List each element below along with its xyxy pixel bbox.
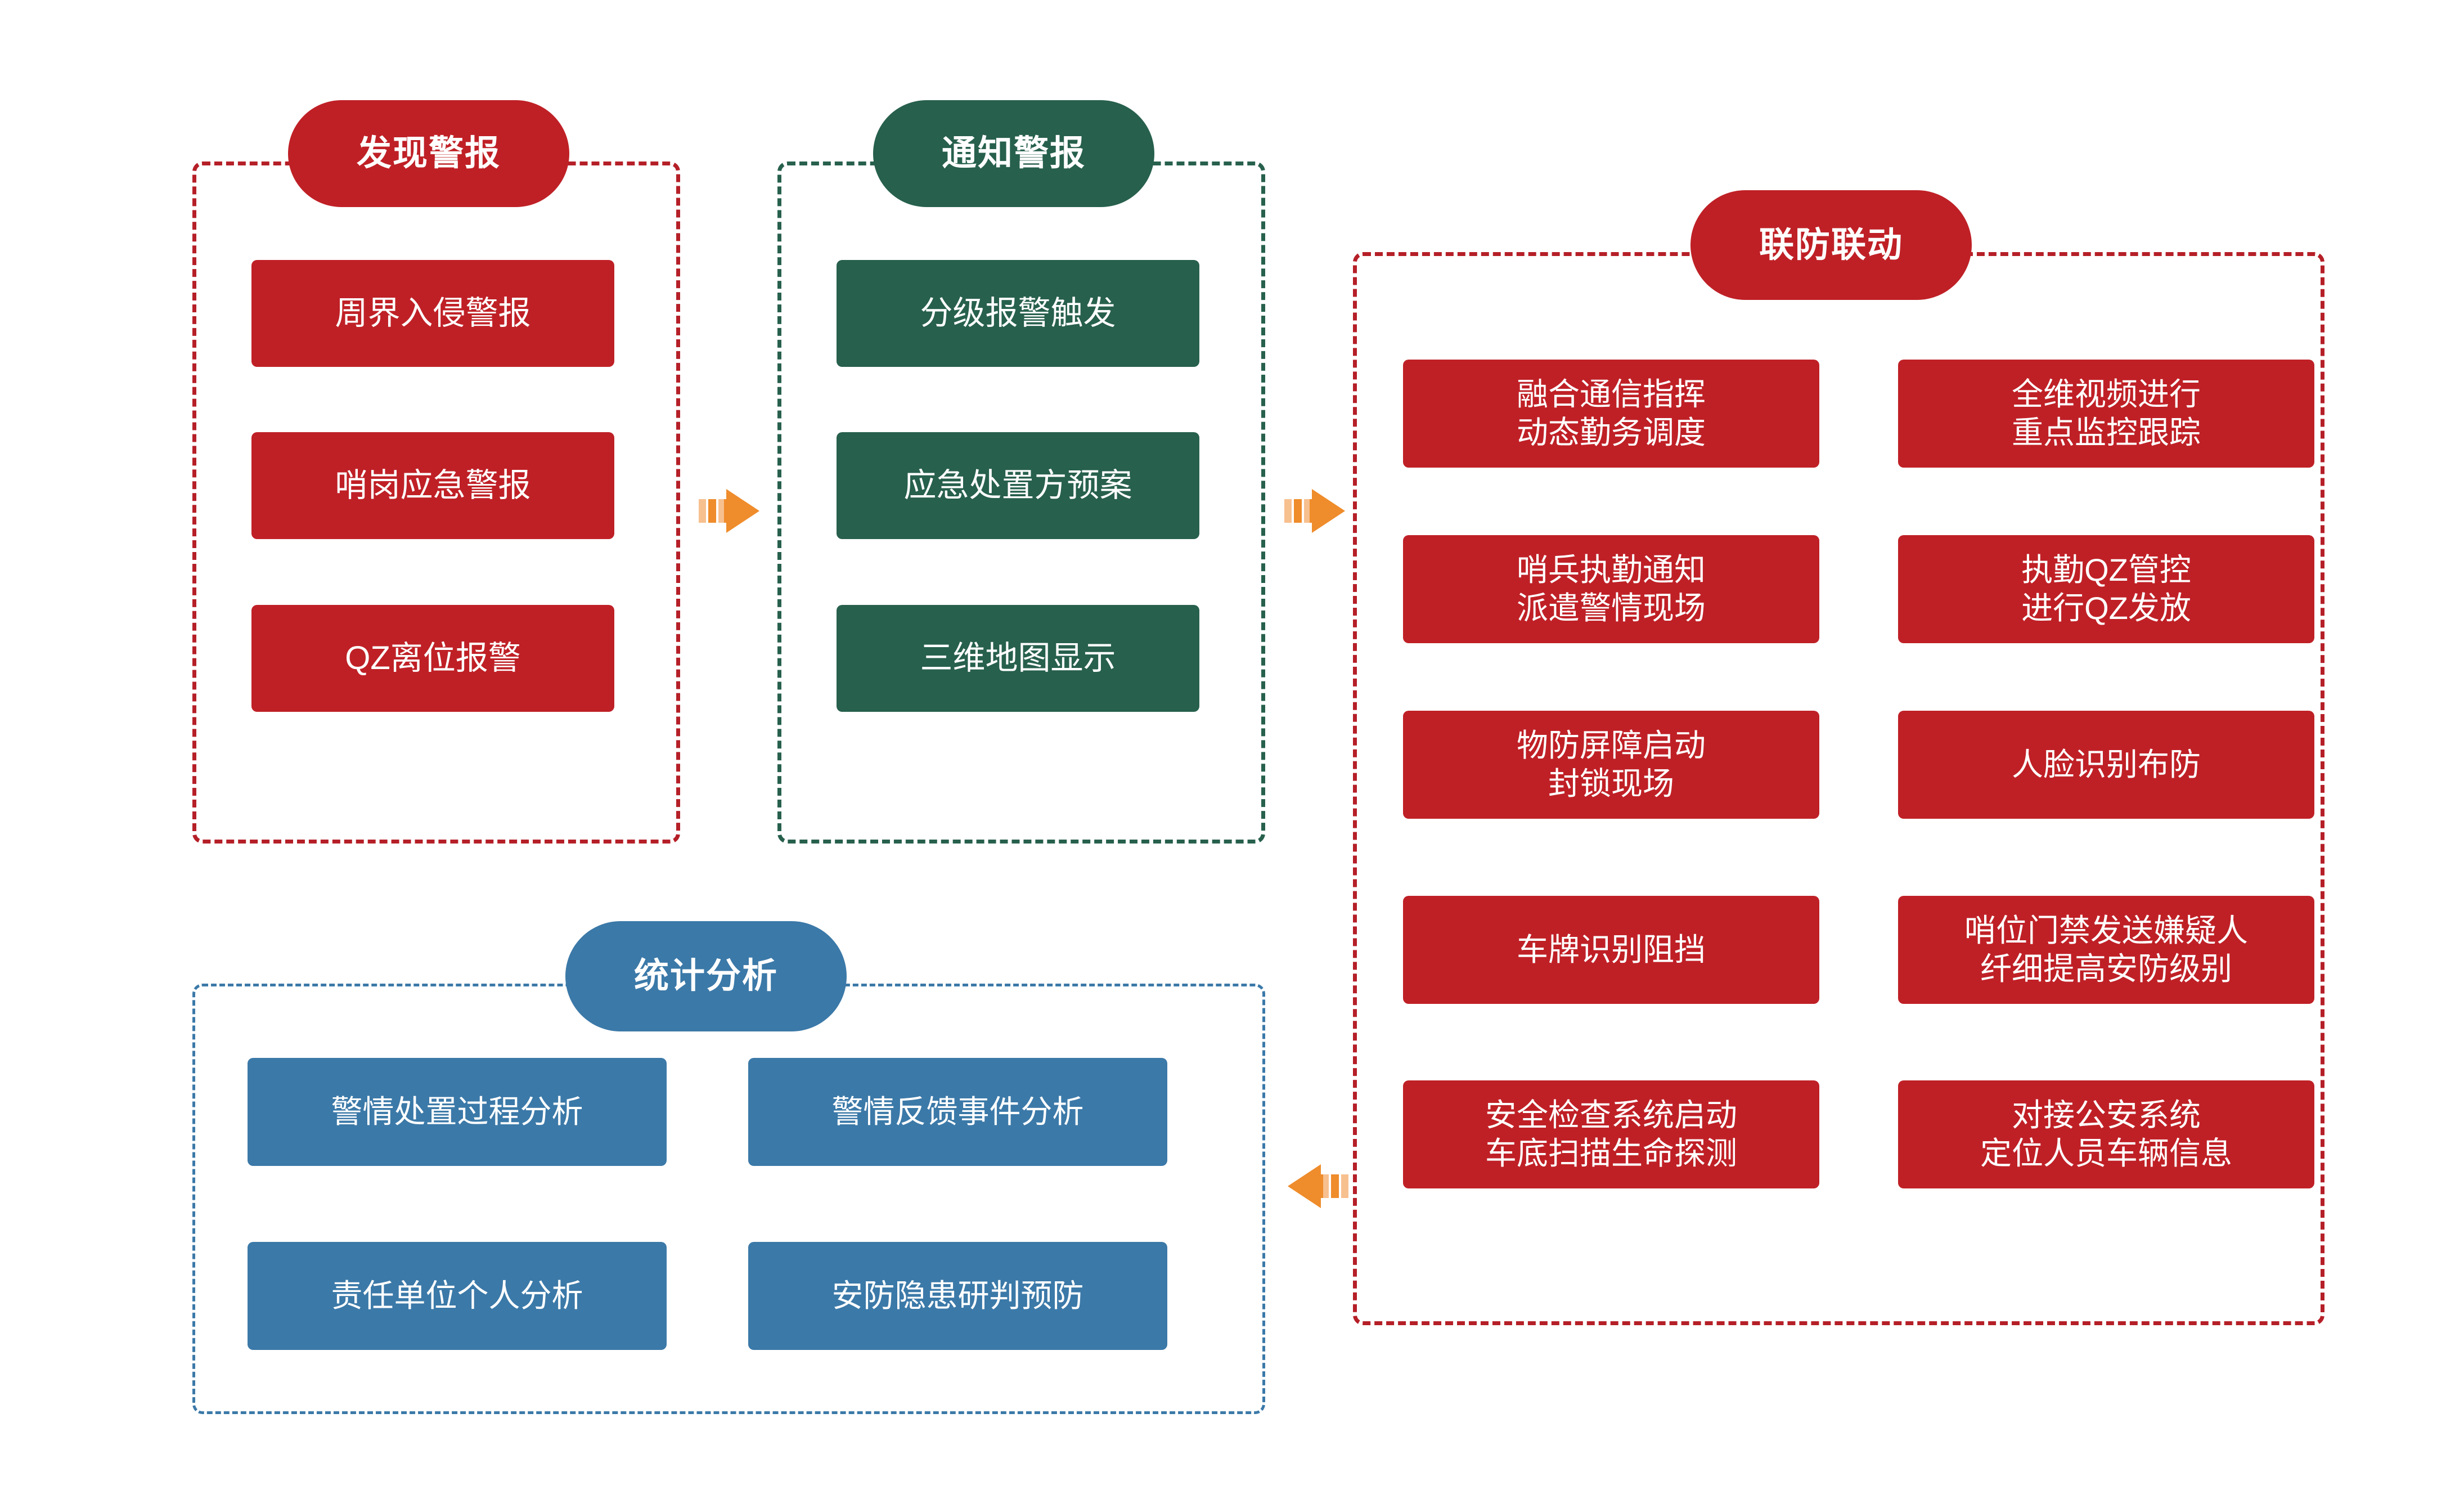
group-header-joint-defense[interactable]: 联防联动: [1690, 190, 1972, 300]
connector-joint-to-statistics: [1287, 1160, 1348, 1212]
group-header-discover-alarm[interactable]: 发现警报: [288, 100, 569, 207]
arrow-right-icon: [1284, 489, 1345, 533]
item-box-physical-barrier-lockdown[interactable]: 物防屏障启动 封锁现场: [1403, 711, 1819, 819]
item-box-responsible-unit-person-analysis[interactable]: 责任单位个人分析: [248, 1242, 667, 1350]
item-box-full-dimension-video-tracking[interactable]: 全维视频进行 重点监控跟踪: [1898, 360, 2314, 468]
group-header-statistics-analysis[interactable]: 统计分析: [565, 921, 847, 1031]
connector-notify-to-joint: [1284, 485, 1346, 537]
item-box-sentry-emergency-alarm[interactable]: 哨岗应急警报: [251, 432, 614, 539]
connector-discover-to-notify: [699, 485, 761, 537]
item-box-duty-qz-control[interactable]: 执勤QZ管控 进行QZ发放: [1898, 535, 2314, 643]
item-box-3d-map-display[interactable]: 三维地图显示: [837, 605, 1199, 712]
item-box-qz-offpost-alarm[interactable]: QZ离位报警: [251, 605, 614, 712]
group-header-notify-alarm[interactable]: 通知警报: [873, 100, 1154, 207]
item-box-post-access-suspect-alert[interactable]: 哨位门禁发送嫌疑人 纤细提高安防级别: [1898, 896, 2314, 1004]
item-box-license-plate-blocking[interactable]: 车牌识别阻挡: [1403, 896, 1819, 1004]
item-box-security-inspection-system[interactable]: 安全检查系统启动 车底扫描生命探测: [1403, 1080, 1819, 1188]
item-box-fusion-communication-command[interactable]: 融合通信指挥 动态勤务调度: [1403, 360, 1819, 468]
arrow-right-icon: [699, 489, 759, 533]
arrow-left-icon: [1288, 1164, 1348, 1208]
item-box-alarm-feedback-event-analysis[interactable]: 警情反馈事件分析: [748, 1058, 1167, 1166]
item-box-sentry-duty-dispatch[interactable]: 哨兵执勤通知 派遣警情现场: [1403, 535, 1819, 643]
item-box-public-security-integration[interactable]: 对接公安系统 定位人员车辆信息: [1898, 1080, 2314, 1188]
item-box-alarm-handling-process-analysis[interactable]: 警情处置过程分析: [248, 1058, 667, 1166]
item-box-face-recognition-deployment[interactable]: 人脸识别布防: [1898, 711, 2314, 819]
item-box-security-risk-prevention-analysis[interactable]: 安防隐患研判预防: [748, 1242, 1167, 1350]
item-box-graded-alarm-trigger[interactable]: 分级报警触发: [837, 260, 1199, 367]
item-box-perimeter-intrusion-alarm[interactable]: 周界入侵警报: [251, 260, 614, 367]
item-box-emergency-response-plan[interactable]: 应急处置方预案: [837, 432, 1199, 539]
